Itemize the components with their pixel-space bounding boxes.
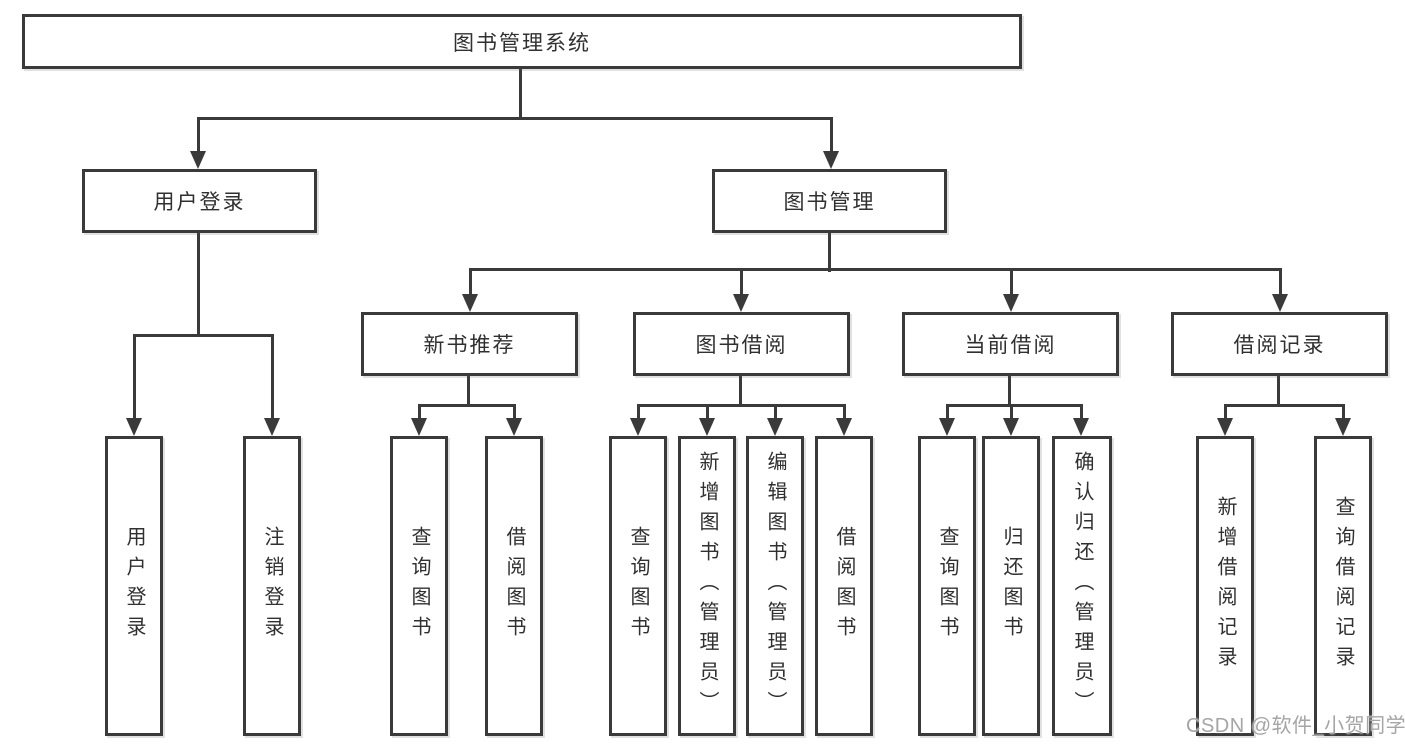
- csdn-watermark: CSDN @软件_小贺同学: [1186, 715, 1405, 737]
- connector-arrow-stem: [271, 335, 274, 426]
- leaf-recommend-query-book: 查询图书: [390, 436, 448, 736]
- node-current-borrow: 当前借阅: [902, 312, 1119, 376]
- arrowhead-down-icon: [1003, 418, 1019, 436]
- connector-line: [1008, 376, 1011, 407]
- arrowhead-down-icon: [506, 418, 522, 436]
- leaf-edit-book-admin: 编辑图书（管理员）: [746, 436, 804, 736]
- connector-arrow-stem: [418, 405, 421, 426]
- node-borrow-records: 借阅记录: [1171, 312, 1388, 376]
- connector-arrow-stem: [774, 405, 777, 426]
- node-root: 图书管理系统: [22, 14, 1022, 69]
- leaf-recommend-query-book-label: 查询图书: [408, 526, 430, 646]
- connector-arrow-stem: [1224, 405, 1227, 426]
- connector-line: [519, 69, 522, 120]
- node-borrow-records-label: 借阅记录: [1233, 334, 1326, 357]
- connector-line: [828, 233, 831, 272]
- node-current-borrow-label: 当前借阅: [964, 334, 1057, 357]
- node-book-borrow: 图书借阅: [633, 312, 850, 376]
- connector-arrow-stem: [1010, 405, 1013, 426]
- arrowhead-down-icon: [1335, 418, 1351, 436]
- arrowhead-down-icon: [126, 418, 142, 436]
- leaf-recommend-borrow-book: 借阅图书: [485, 436, 543, 736]
- connector-arrow-stem: [1279, 269, 1282, 302]
- node-new-book-recommend-label: 新书推荐: [423, 334, 516, 357]
- leaf-return-book-label: 归还图书: [1000, 526, 1022, 646]
- connector-line: [469, 268, 1282, 271]
- connector-line: [946, 404, 1083, 407]
- arrowhead-down-icon: [767, 418, 783, 436]
- node-user-login: 用户登录: [82, 169, 317, 233]
- connector-line: [739, 376, 742, 407]
- leaf-return-book: 归还图书: [982, 436, 1040, 736]
- arrowhead-down-icon: [699, 418, 715, 436]
- connector-line: [1277, 376, 1280, 407]
- arrowhead-down-icon: [1003, 294, 1019, 312]
- arrowhead-down-icon: [733, 294, 749, 312]
- connector-line: [418, 404, 516, 407]
- connector-line: [467, 376, 470, 407]
- leaf-borrow-query-book-label: 查询图书: [627, 526, 649, 646]
- leaf-add-book-admin: 新增图书（管理员）: [678, 436, 736, 736]
- leaf-recommend-borrow-book-label: 借阅图书: [503, 526, 525, 646]
- node-book-management: 图书管理: [712, 169, 947, 233]
- connector-arrow-stem: [1080, 405, 1083, 426]
- leaf-logout-label: 注销登录: [261, 526, 283, 646]
- connector-arrow-stem: [830, 118, 833, 159]
- leaf-logout: 注销登录: [243, 436, 301, 736]
- leaf-user-login-label: 用户登录: [123, 526, 145, 646]
- leaf-confirm-return-admin: 确认归还（管理员）: [1052, 436, 1112, 736]
- arrowhead-down-icon: [1272, 294, 1288, 312]
- connector-arrow-stem: [513, 405, 516, 426]
- leaf-current-query-book-label: 查询图书: [936, 526, 958, 646]
- arrowhead-down-icon: [1073, 418, 1089, 436]
- connector-arrow-stem: [1342, 405, 1345, 426]
- leaf-confirm-return-admin-label: 确认归还（管理员）: [1071, 451, 1093, 721]
- leaf-add-borrow-record: 新增借阅记录: [1196, 436, 1254, 736]
- connector-arrow-stem: [946, 405, 949, 426]
- leaf-query-borrow-record-label: 查询借阅记录: [1332, 496, 1354, 676]
- connector-line: [197, 117, 833, 120]
- arrowhead-down-icon: [264, 418, 280, 436]
- connector-arrow-stem: [637, 405, 640, 426]
- leaf-current-query-book: 查询图书: [918, 436, 976, 736]
- connector-line: [197, 233, 200, 337]
- arrowhead-down-icon: [939, 418, 955, 436]
- arrowhead-down-icon: [836, 418, 852, 436]
- leaf-borrow-book-label: 借阅图书: [833, 526, 855, 646]
- node-new-book-recommend: 新书推荐: [361, 312, 578, 376]
- arrowhead-down-icon: [411, 418, 427, 436]
- leaf-add-book-admin-label: 新增图书（管理员）: [696, 451, 718, 721]
- leaf-user-login: 用户登录: [105, 436, 163, 736]
- connector-arrow-stem: [706, 405, 709, 426]
- connector-arrow-stem: [1010, 269, 1013, 302]
- arrowhead-down-icon: [190, 151, 206, 169]
- connector-line: [133, 334, 274, 337]
- connector-line: [1224, 404, 1345, 407]
- leaf-borrow-book: 借阅图书: [815, 436, 873, 736]
- leaf-edit-book-admin-label: 编辑图书（管理员）: [764, 451, 786, 721]
- leaf-add-borrow-record-label: 新增借阅记录: [1214, 496, 1236, 676]
- node-book-management-label: 图书管理: [783, 191, 876, 214]
- connector-arrow-stem: [740, 269, 743, 302]
- connector-arrow-stem: [843, 405, 846, 426]
- arrowhead-down-icon: [823, 151, 839, 169]
- node-user-login-label: 用户登录: [153, 191, 246, 214]
- leaf-borrow-query-book: 查询图书: [609, 436, 667, 736]
- connector-arrow-stem: [469, 269, 472, 302]
- node-root-label: 图书管理系统: [453, 31, 591, 55]
- connector-arrow-stem: [197, 118, 200, 159]
- arrowhead-down-icon: [630, 418, 646, 436]
- node-book-borrow-label: 图书借阅: [695, 334, 788, 357]
- leaf-query-borrow-record: 查询借阅记录: [1314, 436, 1372, 736]
- arrowhead-down-icon: [462, 294, 478, 312]
- arrowhead-down-icon: [1217, 418, 1233, 436]
- connector-line: [637, 404, 846, 407]
- connector-arrow-stem: [133, 335, 136, 426]
